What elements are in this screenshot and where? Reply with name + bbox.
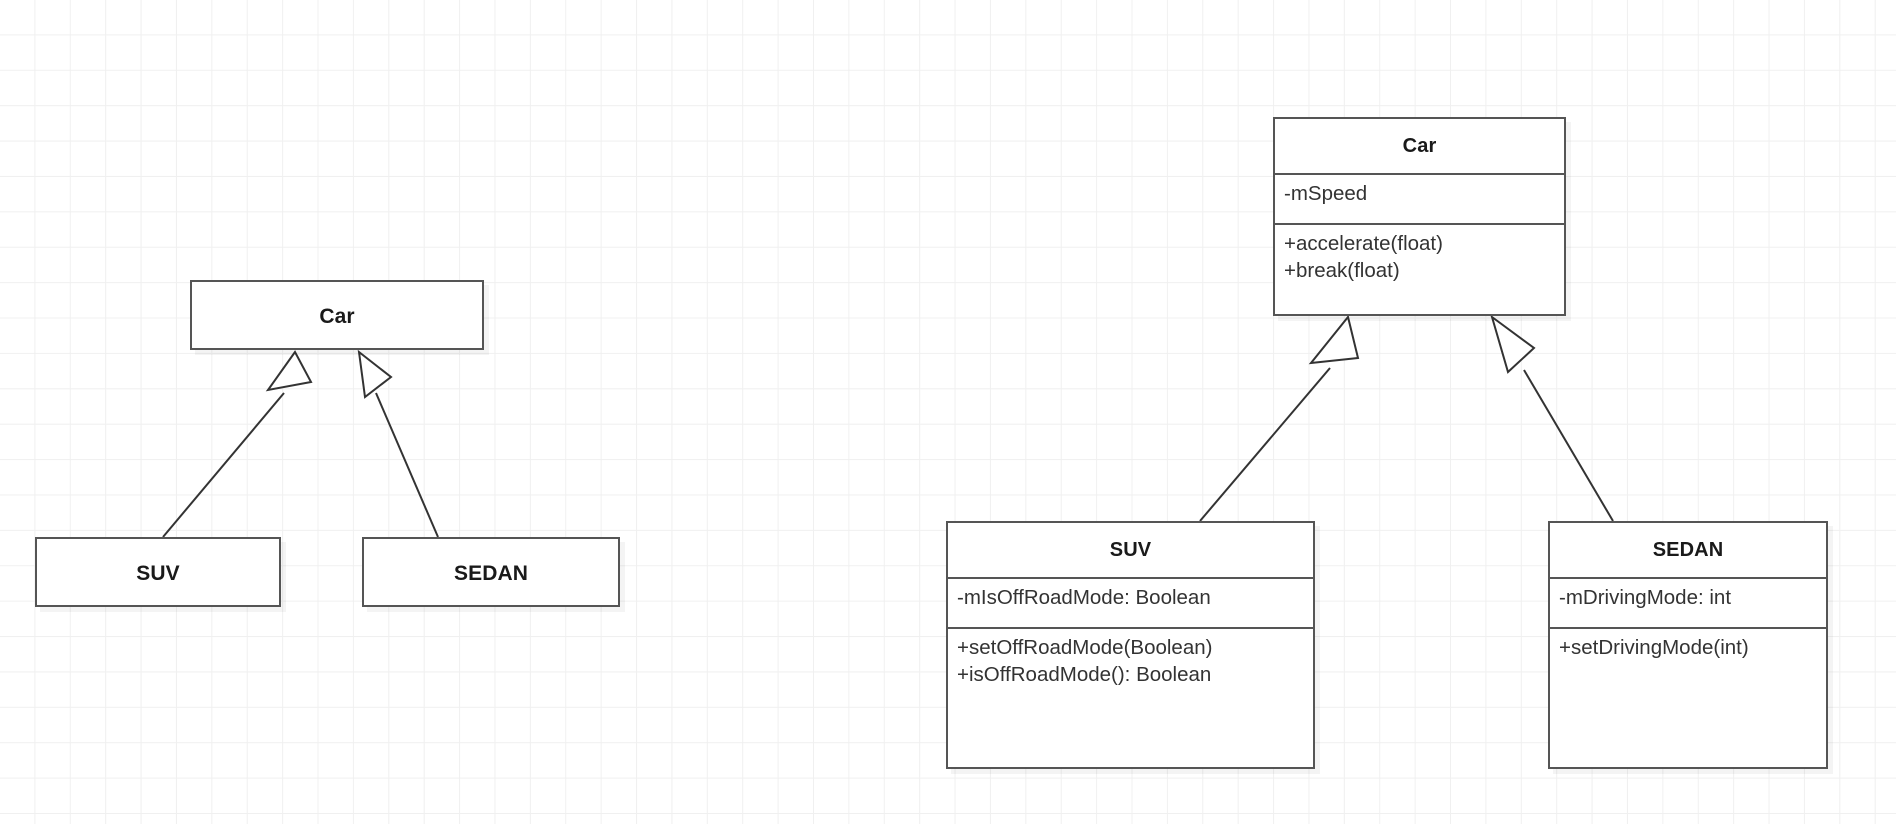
operation-row: +setOffRoadMode(Boolean): [957, 636, 1213, 659]
hollow-triangle-arrowhead: [357, 349, 393, 399]
class-box-sedan-left[interactable]: SEDAN: [362, 537, 620, 607]
hollow-triangle-arrowhead: [1308, 314, 1360, 365]
class-attributes-car-right: -mSpeed: [1275, 173, 1564, 223]
generalization-left-sedan-to-car[interactable]: [357, 349, 439, 538]
class-box-car-right[interactable]: Car -mSpeed +accelerate(float) +break(fl…: [1273, 117, 1566, 316]
hollow-triangle-arrowhead: [1490, 314, 1536, 374]
operation-row: +accelerate(float): [1284, 232, 1443, 255]
operation-row: +isOffRoadMode(): Boolean: [957, 662, 1212, 686]
operation-row: +setDrivingMode(int): [1559, 636, 1749, 659]
class-box-car-left[interactable]: Car: [190, 280, 484, 350]
class-box-sedan-right[interactable]: SEDAN -mDrivingMode: int +setDrivingMode…: [1548, 521, 1828, 769]
class-operations-sedan-right: +setDrivingMode(int): [1550, 627, 1826, 668]
generalization-right-suv-to-car[interactable]: [1199, 314, 1360, 522]
edge-line: [375, 392, 439, 538]
operation-row: +break(float): [1284, 258, 1400, 282]
generalization-left-suv-to-car[interactable]: [162, 350, 313, 538]
class-name-suv-left: SUV: [136, 562, 180, 585]
edge-line: [1523, 369, 1614, 522]
attribute-row: -mDrivingMode: int: [1559, 586, 1732, 609]
class-attributes-sedan-right: -mDrivingMode: int: [1550, 577, 1826, 627]
class-operations-suv-right: +setOffRoadMode(Boolean) +isOffRoadMode(…: [948, 627, 1313, 695]
class-name-sedan-left: SEDAN: [453, 562, 528, 585]
class-name-car-left: Car: [319, 305, 355, 328]
class-box-suv-right[interactable]: SUV -mIsOffRoadMode: Boolean +setOffRoad…: [946, 521, 1315, 769]
hollow-triangle-arrowhead: [265, 350, 313, 392]
edge-line: [162, 392, 285, 538]
attribute-row: -mSpeed: [1284, 182, 1368, 205]
class-attributes-suv-right: -mIsOffRoadMode: Boolean: [948, 577, 1313, 627]
class-name-suv-right: SUV: [1109, 539, 1152, 561]
class-box-suv-left[interactable]: SUV: [35, 537, 281, 607]
class-name-car-right: Car: [1402, 135, 1437, 157]
generalization-right-sedan-to-car[interactable]: [1490, 314, 1614, 522]
edge-line: [1199, 367, 1331, 522]
class-name-sedan-right: SEDAN: [1652, 539, 1724, 561]
class-operations-car-right: +accelerate(float) +break(float): [1275, 223, 1564, 291]
attribute-row: -mIsOffRoadMode: Boolean: [957, 586, 1211, 609]
